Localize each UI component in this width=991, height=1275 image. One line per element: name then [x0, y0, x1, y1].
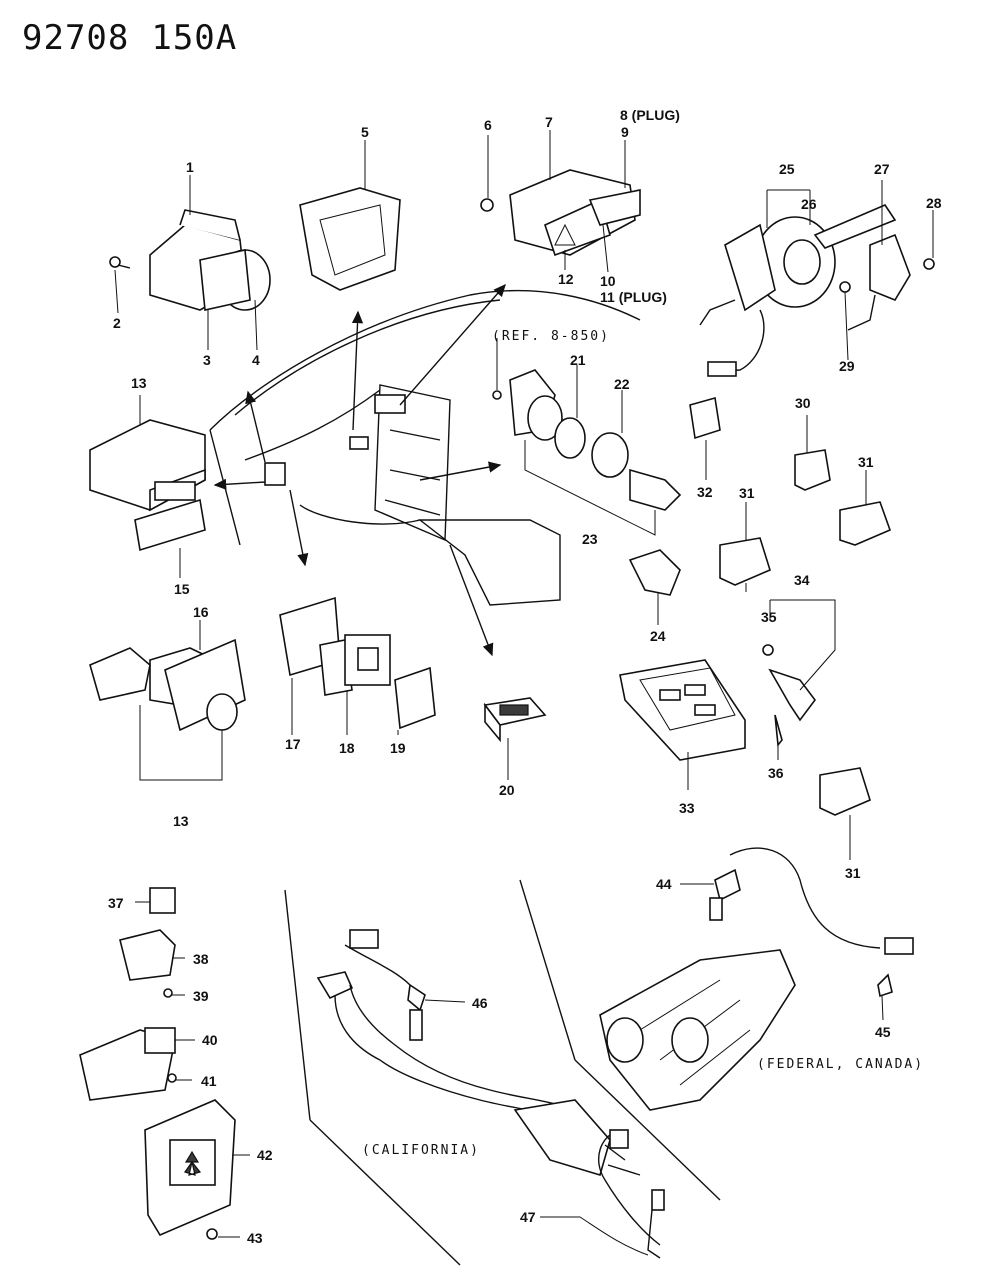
doc-number: 92708 — [22, 18, 130, 58]
hazard-switch-assembly — [480, 130, 641, 273]
callout-38: 38 — [193, 951, 209, 967]
callout-11: 11 (PLUG) — [600, 289, 667, 305]
california-exhaust — [316, 929, 665, 1259]
callout-31-middle: 31 — [739, 485, 755, 501]
callout-46: 46 — [472, 995, 488, 1011]
callout-13-bottom: 13 — [173, 813, 189, 829]
callout-1: 1 — [186, 159, 194, 175]
dashboard-arrows — [213, 283, 506, 657]
callout-10: 10 — [600, 273, 616, 289]
light-switch-assembly — [109, 175, 271, 351]
diagram-title: 92708 150A — [22, 18, 259, 58]
callout-26: 26 — [801, 196, 817, 212]
combination-switch-assembly — [699, 180, 935, 377]
callout-8: 8 (PLUG) — [620, 107, 680, 123]
callout-4: 4 — [252, 352, 260, 368]
callout-34: 34 — [794, 572, 810, 588]
callout-16: 16 — [193, 604, 209, 620]
callout-36: 36 — [768, 765, 784, 781]
relay-32 — [689, 396, 721, 480]
switch-20 — [483, 697, 547, 780]
window-switches — [719, 415, 892, 860]
callout-30: 30 — [795, 395, 811, 411]
callout-45: 45 — [875, 1024, 891, 1040]
callout-44: 44 — [656, 876, 672, 892]
cigar-lighter-assembly — [492, 338, 682, 625]
callout-35: 35 — [761, 609, 777, 625]
california-note: (CALIFORNIA) — [362, 1143, 480, 1158]
switch-16 — [89, 620, 246, 781]
callout-42: 42 — [257, 1147, 273, 1163]
callout-31-bottom: 31 — [845, 865, 861, 881]
group-code: 150A — [151, 18, 238, 58]
callout-3: 3 — [203, 352, 211, 368]
parts-17-19 — [279, 596, 436, 735]
callout-33: 33 — [679, 800, 695, 816]
callout-12: 12 — [558, 271, 574, 287]
callout-22: 22 — [614, 376, 630, 392]
federal-canada-note: (FEDERAL, CANADA) — [757, 1057, 925, 1072]
callout-27: 27 — [874, 161, 890, 177]
callout-43: 43 — [247, 1230, 263, 1246]
callout-41: 41 — [201, 1073, 217, 1089]
callout-32: 32 — [697, 484, 713, 500]
callout-5: 5 — [361, 124, 369, 140]
callout-40: 40 — [202, 1032, 218, 1048]
relays-and-ecu — [79, 887, 250, 1240]
callout-6: 6 — [484, 117, 492, 133]
callout-24: 24 — [650, 628, 666, 644]
federal-manifold — [599, 847, 914, 1111]
callout-28: 28 — [926, 195, 942, 211]
callout-20: 20 — [499, 782, 515, 798]
callout-31-right: 31 — [858, 454, 874, 470]
callout-7: 7 — [545, 114, 553, 130]
callout-21: 21 — [570, 352, 586, 368]
section-dividers — [284, 879, 721, 1266]
callout-29: 29 — [839, 358, 855, 374]
callout-2: 2 — [113, 315, 121, 331]
callout-13-top: 13 — [131, 375, 147, 391]
reference-note: (REF. 8-850) — [492, 329, 610, 344]
module-13-15 — [89, 395, 206, 578]
callout-25: 25 — [779, 161, 795, 177]
callout-23: 23 — [582, 531, 598, 547]
dashboard-outline — [209, 289, 641, 606]
callout-37: 37 — [108, 895, 124, 911]
callout-17: 17 — [285, 736, 301, 752]
callout-39: 39 — [193, 988, 209, 1004]
callout-9: 9 — [621, 124, 629, 140]
callout-19: 19 — [390, 740, 406, 756]
callout-47: 47 — [520, 1209, 536, 1225]
bezel-5 — [299, 140, 401, 291]
callout-18: 18 — [339, 740, 355, 756]
callout-15: 15 — [174, 581, 190, 597]
power-window-main-switch — [619, 599, 836, 790]
